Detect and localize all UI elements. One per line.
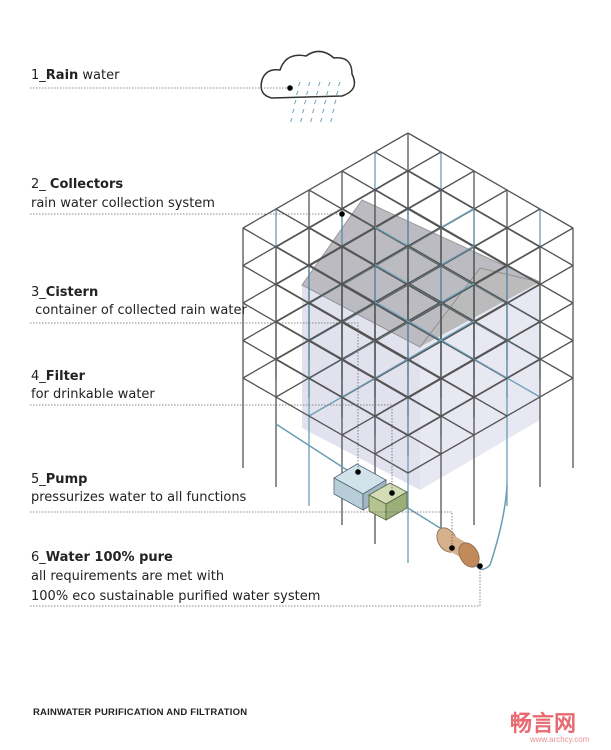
leader-line [30,322,359,472]
frame-beam [407,282,574,379]
frame-beam [308,339,475,436]
leader-dot [477,563,483,569]
watermark-url: www.archcy.com [530,735,590,744]
frame-beam [242,244,409,342]
raindrop [302,108,305,114]
frame-beam [407,244,574,342]
label-water-desc-2: 100% eco sustainable purified water syst… [31,589,321,604]
pump-end-cap [458,542,480,568]
label-pump: 5_Pump [31,472,88,487]
leader-dot [449,545,455,551]
frame-beam [242,282,409,379]
frame-beam [407,377,574,474]
raindrop [294,99,297,105]
label-cistern: 3_Cistern [31,285,99,300]
frame-beam [407,169,574,267]
raindrop [298,81,301,87]
raindrop [318,81,321,87]
raindrop [330,117,333,123]
frame-beam [374,358,541,455]
raindrop [332,108,335,114]
raindrop [324,99,327,105]
cistern-front [302,285,420,490]
frame-beam [374,301,541,398]
raindrop [306,90,309,96]
label-collectors-desc: rain water collection system [31,196,215,211]
frame-beam [242,132,409,229]
collector-roof-valley [420,268,540,347]
raindrop [336,90,339,96]
frame-beam [275,301,442,398]
raindrop [304,99,307,105]
raindrop [290,117,293,123]
raindrop [334,99,337,105]
frame-beam [407,132,574,229]
frame-beam [242,207,409,304]
label-rain: 1_Rain water [31,68,120,83]
frame-beam [341,339,508,436]
cloud-icon [260,50,356,99]
label-collectors: 2_ Collectors [31,177,124,192]
raindrop [310,117,313,123]
frame-beam [242,377,409,474]
leader-dot [287,85,293,91]
frame-beam [341,320,508,417]
pipe [275,423,351,473]
raindrop [292,108,295,114]
raindrop [338,81,341,87]
label-filter-desc: for drinkable water [31,387,155,402]
raindrop [328,81,331,87]
label-pump-desc: pressurizes water to all functions [31,490,247,505]
leader-line [30,566,481,607]
raindrop [296,90,299,96]
raindrop [316,90,319,96]
label-filter: 4_Filter [31,369,86,384]
raindrop [300,117,303,123]
frame-beam [407,207,574,304]
frame-beam [275,358,442,455]
raindrop [314,99,317,105]
raindrop [312,108,315,114]
raindrop [326,90,329,96]
cistern-side [420,282,540,490]
filter-side [385,491,408,521]
leader-dot [355,469,361,475]
label-water-desc-1: all requirements are met with [31,569,225,584]
frame-beam [308,320,475,417]
label-water: 6_Water 100% pure [31,550,173,565]
watermark-logo: 畅言网 [510,712,577,737]
raindrop [322,108,325,114]
raindrop [320,117,323,123]
caption: RAINWATER PURIFICATION AND FILTRATION [33,707,248,718]
leader-line [30,404,393,493]
raindrop [308,81,311,87]
leader-dot [339,211,345,217]
frame-beam [242,169,409,267]
leader-dot [389,490,395,496]
label-cistern-desc: container of collected rain water [31,303,247,318]
